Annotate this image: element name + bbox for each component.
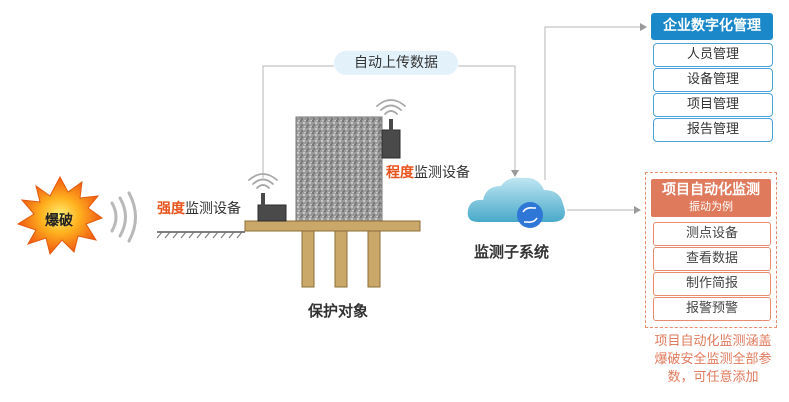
auto-upload-data-label: 自动上传数据 — [334, 51, 458, 75]
explosion-icon — [16, 175, 104, 256]
project-panel-frame — [645, 172, 777, 328]
vibration-waves-icon — [110, 191, 137, 243]
degree-sensor-label: 程度监测设备 — [386, 162, 470, 182]
degree-suffix: 监测设备 — [414, 165, 470, 181]
strength-sensor-label: 强度监测设备 — [157, 198, 241, 218]
report-management-item[interactable]: 报告管理 — [653, 118, 773, 142]
blast-label: 爆破 — [45, 213, 73, 229]
project-monitoring-title: 项目自动化监测 振动为例 — [651, 179, 771, 217]
cloud-icon — [467, 177, 565, 228]
view-data-item[interactable]: 查看数据 — [653, 247, 771, 271]
protected-structure — [244, 116, 421, 288]
degree-highlight: 程度 — [386, 165, 414, 181]
measure-point-device-item[interactable]: 测点设备 — [653, 222, 771, 246]
project-subtitle-text: 振动为例 — [689, 200, 733, 213]
project-management-item[interactable]: 项目管理 — [653, 93, 773, 117]
connector-lines — [262, 23, 647, 214]
alarm-warning-item[interactable]: 报警预警 — [653, 297, 771, 321]
strength-sensor-device-icon — [248, 173, 287, 222]
project-note-line-1: 项目自动化监测涵盖 — [654, 334, 772, 349]
project-note-line-2: 爆破安全监测全部参 — [654, 352, 772, 367]
degree-sensor-device-icon — [376, 99, 406, 159]
protected-object-label: 保护对象 — [308, 302, 369, 320]
strength-suffix: 监测设备 — [185, 201, 241, 217]
equipment-management-item[interactable]: 设备管理 — [653, 68, 773, 92]
personnel-management-item[interactable]: 人员管理 — [653, 43, 773, 67]
strength-highlight: 强度 — [157, 201, 185, 217]
project-note-line-3: 数，可任意添加 — [667, 370, 759, 385]
project-title-text: 项目自动化监测 — [662, 182, 760, 198]
make-briefing-item[interactable]: 制作简报 — [653, 272, 771, 296]
enterprise-management-title: 企业数字化管理 — [651, 13, 773, 40]
project-note: 项目自动化监测涵盖 爆破安全监测全部参 数，可任意添加 — [645, 333, 781, 387]
monitor-subsystem-label: 监测子系统 — [474, 243, 550, 261]
ground-icon — [156, 231, 245, 239]
